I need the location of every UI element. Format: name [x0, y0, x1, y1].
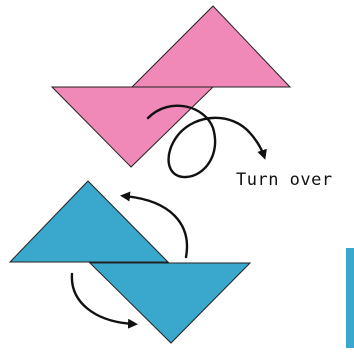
- pink-upper-triangle: [132, 6, 290, 87]
- blue-upper-triangle: [10, 181, 168, 262]
- blue-fold-model: [10, 181, 250, 343]
- blue-lower-triangle: [90, 263, 250, 343]
- next-step-edge: [346, 248, 354, 348]
- turn-over-label: Turn over: [236, 170, 333, 190]
- pink-fold-model: [52, 6, 290, 167]
- pink-lower-triangle: [52, 87, 213, 167]
